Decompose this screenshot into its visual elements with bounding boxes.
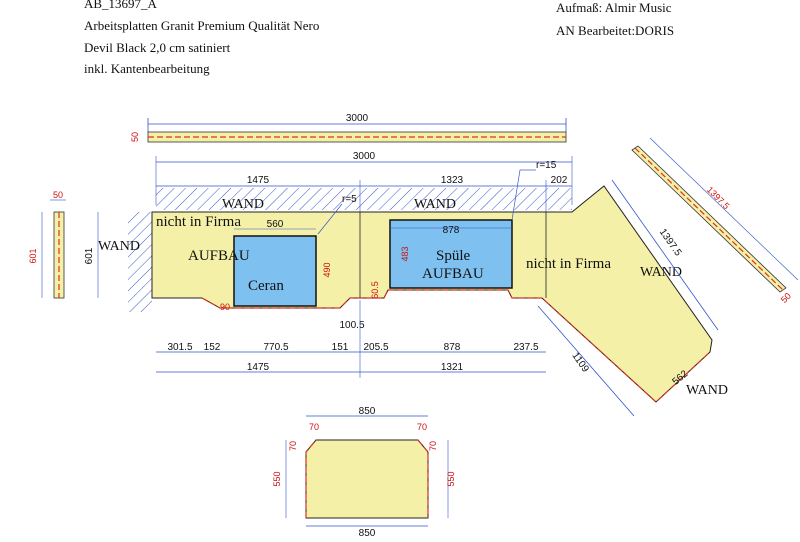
dim-small-cr2: 70	[428, 441, 438, 451]
dim-sink-height: 483	[400, 246, 410, 261]
dim-b5: 205.5	[363, 342, 388, 353]
nicht-in-firma-right: nicht in Firma	[526, 256, 611, 272]
dim-bottom-left: 1475	[247, 362, 270, 373]
wand-left: WAND	[98, 239, 140, 254]
radius-5-label: r=5	[342, 194, 357, 205]
dim-ceran-height: 490	[322, 262, 332, 277]
radius-15-label: r=15	[536, 160, 557, 171]
dim-b1: 301.5	[167, 342, 192, 353]
aufbau-left: AUFBAU	[188, 248, 250, 264]
bottom-dimensions: 301.5 152 770.5 151 205.5 878 237.5 100.…	[156, 300, 546, 378]
material-line-1: Arbeitsplatten Granit Premium Qualität N…	[84, 18, 320, 33]
dim-left-depth: 601	[84, 247, 95, 264]
dim-diag-outer: 1397.5	[657, 227, 684, 259]
sink-cutout	[389, 219, 513, 289]
dim-b6: 878	[444, 342, 461, 353]
spuele-label: Spüle	[436, 248, 471, 264]
dim-small-right: 550	[446, 471, 456, 486]
dim-overall: 3000	[353, 151, 376, 162]
wand-diagonal: WAND	[640, 265, 682, 280]
left-strip: 50 601	[28, 190, 66, 299]
top-strip: 3000 50	[130, 113, 567, 143]
order-id: AB_13697_A	[84, 0, 157, 11]
dim-diag-strip: 1397.5	[705, 185, 732, 212]
material-line-3: inkl. Kantenbearbeitung	[84, 61, 210, 76]
dim-b4: 151	[332, 342, 349, 353]
dim-diag-strip-h: 50	[779, 291, 793, 305]
dim-small-cr: 70	[417, 422, 427, 432]
wand-top-left: WAND	[222, 197, 264, 212]
ceran-cutout	[233, 235, 317, 307]
small-piece: 850 850 550 550 70 70 70 70	[272, 406, 456, 539]
dim-b2: 152	[204, 342, 221, 353]
material-line-2: Devil Black 2,0 cm satiniert	[84, 40, 231, 55]
dim-bottom-mid: 1321	[441, 362, 464, 373]
wall-hatch-left	[128, 212, 152, 312]
aufbau-right: AUFBAU	[422, 266, 484, 282]
edited-by: AN Bearbeitet:DORIS	[556, 23, 675, 38]
dim-left-top: 1475	[247, 175, 270, 186]
dim-strip-length: 3000	[346, 113, 369, 124]
wand-bottom-right: WAND	[686, 383, 728, 398]
wand-top-mid: WAND	[414, 197, 456, 212]
dim-left-strip-w: 50	[53, 190, 63, 200]
dim-ceran-width: 560	[267, 219, 284, 230]
dim-small-top: 850	[359, 406, 376, 417]
dim-ceran-corner: 90	[220, 302, 230, 312]
dim-small-cl2: 70	[288, 441, 298, 451]
wall-hatch-top	[156, 188, 572, 210]
dim-small-cl: 70	[309, 422, 319, 432]
dim-step: 100.5	[339, 320, 364, 331]
dim-strip-height: 50	[130, 132, 140, 142]
dim-right-top: 202	[551, 175, 568, 186]
dim-mid-top: 1323	[441, 175, 464, 186]
nicht-in-firma-left: nicht in Firma	[156, 214, 241, 230]
dim-b7: 237.5	[513, 342, 538, 353]
ceran-label: Ceran	[248, 278, 284, 294]
dim-b3: 770.5	[263, 342, 288, 353]
dim-diag-inner: 1109	[569, 351, 591, 375]
dim-left-strip-h: 601	[28, 248, 38, 263]
measured-by: Aufmaß: Almir Music	[556, 0, 672, 15]
dim-sink-width: 878	[443, 225, 460, 236]
dim-sink-gap: 60.5	[370, 281, 380, 299]
dim-small-bottom: 850	[359, 528, 376, 539]
dim-small-left: 550	[272, 471, 282, 486]
